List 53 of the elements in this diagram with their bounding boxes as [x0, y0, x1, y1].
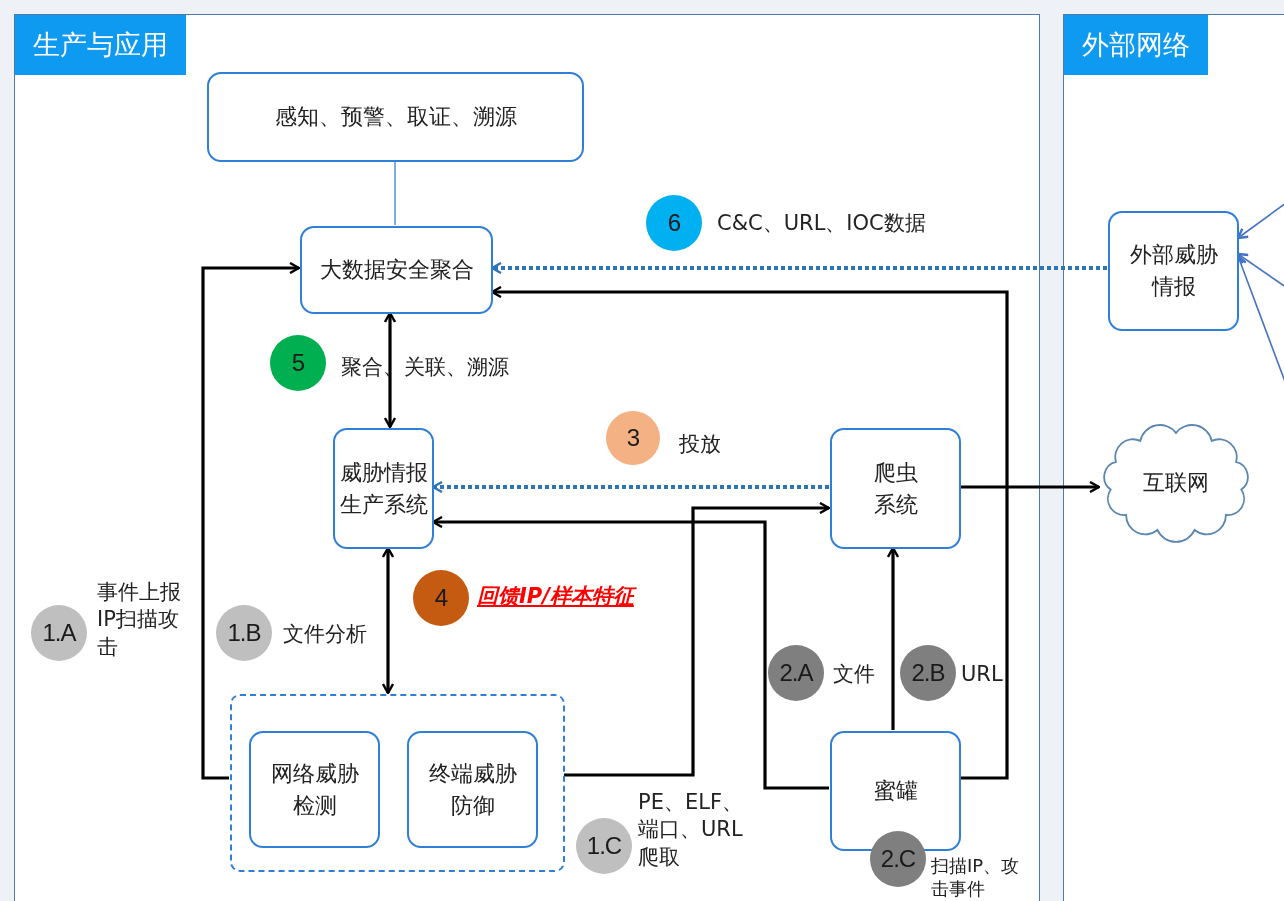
process-box: [300, 226, 493, 314]
node-label: 终端威胁防御: [427, 759, 518, 820]
step-description: C&C、URL、IOC数据: [717, 210, 927, 237]
step-number-circle: 4: [413, 570, 469, 626]
step-description: PE、ELF、端口、URL爬取: [638, 789, 744, 871]
step-number-circle: 1.B: [216, 605, 272, 661]
arrow: [383, 311, 397, 429]
node-label: 网络威胁检测: [269, 759, 360, 820]
process-box: [1108, 211, 1239, 331]
arrow: [381, 546, 395, 695]
section-panel: [14, 14, 1040, 901]
step-description: URL: [961, 661, 1004, 688]
process-box: [830, 731, 961, 851]
step-number-circle: 5: [270, 335, 326, 391]
arrow: [960, 480, 1101, 494]
step-description: 回馈IP/样本特征: [477, 583, 647, 611]
step-number-circle: 3: [606, 411, 660, 465]
arrow: [431, 515, 829, 790]
node-label: 蜜罐: [873, 777, 918, 806]
connector-line: [394, 160, 396, 226]
step-description: 聚合、关联、溯源: [341, 354, 510, 381]
dotted-arrow: [431, 480, 829, 494]
step-description: 投放: [679, 431, 722, 458]
node-label: 爬虫系统: [872, 458, 919, 519]
arrow: [886, 546, 900, 730]
step-number-circle: 1.A: [31, 605, 87, 661]
process-box: [207, 72, 584, 162]
process-box: [830, 428, 961, 549]
process-box: [333, 428, 434, 549]
dotted-arrow: [490, 261, 1107, 275]
node-label: 大数据安全聚合: [319, 256, 474, 285]
step-description: 文件分析: [283, 621, 368, 648]
section-panel: [1063, 14, 1284, 901]
step-number-circle: 2.B: [900, 645, 956, 701]
step-number-circle: 1.C: [576, 818, 632, 874]
node-label: 威胁情报生产系统: [338, 458, 429, 519]
node-label: 外部威胁情报: [1128, 241, 1219, 301]
node-label: 互联网: [1143, 468, 1209, 497]
arrow: [490, 285, 1009, 780]
section-title: 外部网络: [1064, 15, 1208, 75]
node-label: 感知、预警、取证、溯源: [274, 103, 517, 132]
arrow: [564, 501, 831, 777]
section-title: 生产与应用: [15, 15, 186, 75]
arrow: [201, 261, 301, 780]
step-description: 文件: [833, 661, 876, 688]
dashed-group-box: [230, 694, 565, 872]
process-box: [249, 731, 380, 848]
step-number-circle: 6: [646, 195, 702, 251]
step-description: 扫描IP、攻击事件: [931, 854, 1021, 901]
step-number-circle: 2.C: [870, 831, 926, 887]
step-number-circle: 2.A: [768, 645, 824, 701]
step-description: 事件上报IP扫描攻击: [97, 579, 182, 661]
process-box: [407, 731, 538, 848]
